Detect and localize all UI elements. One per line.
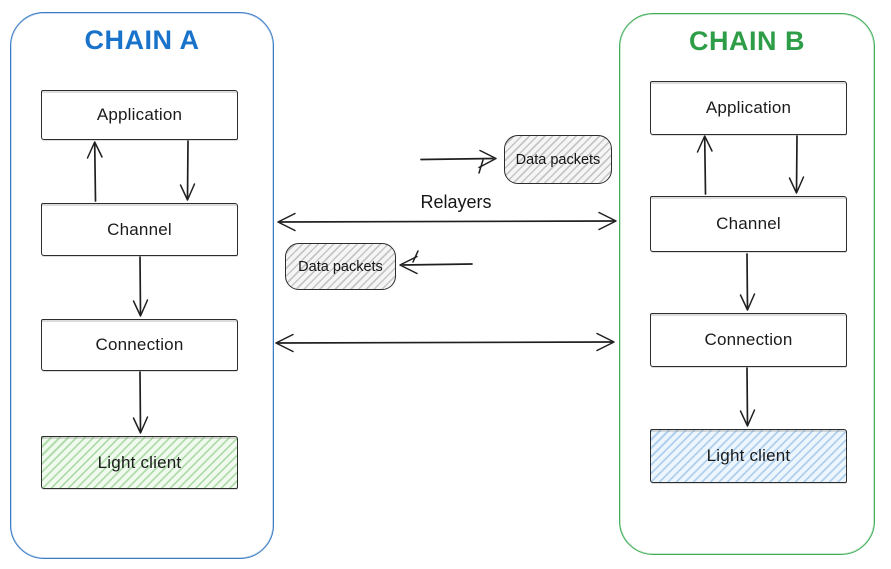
relayers-label: Relayers bbox=[420, 192, 492, 212]
chain-b-light-client-label: Light client bbox=[706, 446, 791, 465]
chain-b-channel-box: Channel bbox=[650, 196, 847, 252]
chain-a-channel-box: Channel bbox=[41, 203, 238, 256]
chain-a-connection-box: Connection bbox=[41, 319, 238, 371]
arrow-shaft bbox=[402, 263, 473, 266]
chain-a-light-client-box: Light client bbox=[41, 436, 238, 489]
chain-a-container: CHAIN A bbox=[10, 12, 274, 559]
data-packets-top-box: Data packets bbox=[504, 135, 612, 184]
chain-b-light-client-box: Light client bbox=[650, 429, 847, 483]
chain-b-application-box: Application bbox=[650, 81, 847, 135]
chain-a-light-client-label: Light client bbox=[97, 452, 182, 472]
data-packets-top-label: Data packets bbox=[515, 151, 601, 168]
arrow-head-left-icon bbox=[275, 333, 294, 353]
arrow-head-right-icon bbox=[596, 332, 615, 352]
chain-b-title: CHAIN B bbox=[689, 26, 805, 56]
chain-b-application-label: Application bbox=[705, 98, 792, 117]
data-packets-bottom-label: Data packets bbox=[298, 258, 383, 275]
arrow-head-right-icon bbox=[598, 211, 617, 231]
arrow-relayers-bidirectional bbox=[277, 211, 617, 232]
chain-a-application-label: Application bbox=[96, 105, 183, 124]
data-packets-bottom-box: Data packets bbox=[285, 243, 396, 290]
arrow-head-stroke bbox=[478, 159, 484, 174]
chain-b-channel-label: Channel bbox=[716, 214, 781, 233]
arrow-connections-bidirectional bbox=[275, 332, 615, 353]
chain-a-channel-label: Channel bbox=[107, 219, 172, 239]
arrow-to-data-packets-top bbox=[420, 149, 497, 174]
arrow-shaft bbox=[420, 157, 494, 161]
chain-a-connection-label: Connection bbox=[95, 335, 184, 354]
arrow-head-stroke bbox=[412, 250, 419, 263]
chain-b-connection-label: Connection bbox=[704, 330, 793, 349]
chain-b-container: CHAIN B bbox=[619, 13, 875, 555]
arrow-head-right-icon bbox=[478, 149, 497, 169]
chain-b-connection-box: Connection bbox=[650, 313, 847, 367]
arrow-to-data-packets-bottom bbox=[399, 250, 473, 275]
arrow-shaft bbox=[279, 220, 615, 223]
arrow-head-left-icon bbox=[277, 212, 296, 232]
arrow-head-left-icon bbox=[399, 255, 418, 275]
arrow-shaft bbox=[277, 341, 613, 344]
chain-a-title: CHAIN A bbox=[84, 25, 200, 55]
chain-a-application-box: Application bbox=[41, 90, 238, 140]
